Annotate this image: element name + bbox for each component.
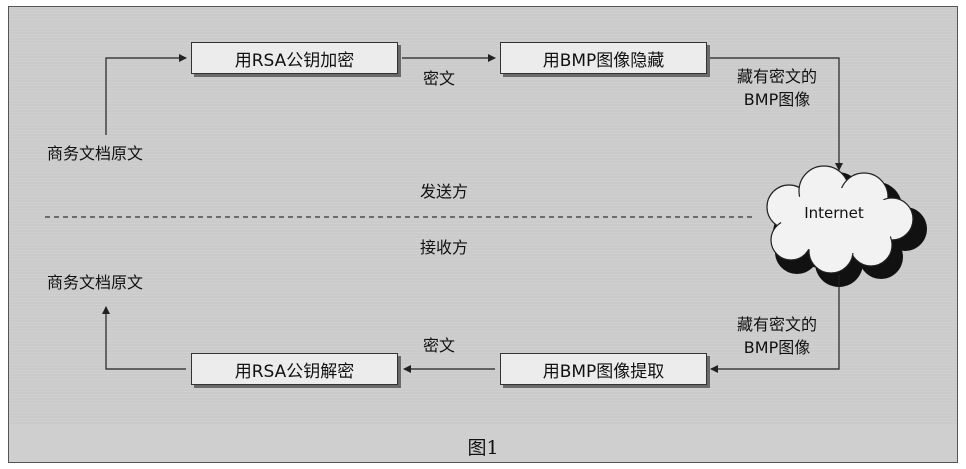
sender-source-text: 商务文档原文 bbox=[47, 144, 144, 163]
hidden-image-label-bottom: 藏有密文的 BMP图像 bbox=[717, 313, 837, 359]
hidden-image-bottom-line1: 藏有密文的 bbox=[736, 315, 817, 334]
receiver-result-text: 商务文档原文 bbox=[47, 273, 144, 292]
arrow-source-to-encrypt bbox=[105, 54, 187, 135]
encrypt-box: 用RSA公钥加密 bbox=[191, 42, 398, 74]
connector-layer bbox=[45, 54, 927, 373]
figure-frame: 用RSA公钥加密 用BMP图像隐藏 用BMP图像提取 用RSA公钥解密 商务文档… bbox=[8, 6, 958, 463]
hidden-image-top-line1: 藏有密文的 bbox=[736, 67, 817, 86]
diagram-area: 用RSA公钥加密 用BMP图像隐藏 用BMP图像提取 用RSA公钥解密 商务文档… bbox=[9, 7, 957, 426]
hide-box: 用BMP图像隐藏 bbox=[500, 42, 707, 74]
internet-cloud-icon bbox=[766, 165, 914, 274]
cipher-label-bottom: 密文 bbox=[423, 336, 456, 355]
caption-bar: 图1 bbox=[9, 425, 957, 462]
hidden-image-bottom-line2: BMP图像 bbox=[743, 338, 811, 358]
internet-label: Internet bbox=[804, 204, 864, 222]
hidden-image-label-top: 藏有密文的 BMP图像 bbox=[717, 65, 837, 111]
extract-box: 用BMP图像提取 bbox=[500, 353, 707, 385]
arrow-internet-to-extract bbox=[710, 275, 840, 373]
hidden-image-top-line2: BMP图像 bbox=[743, 90, 811, 110]
receiver-label: 接收方 bbox=[420, 238, 469, 257]
cipher-label-top: 密文 bbox=[423, 69, 456, 88]
sender-label: 发送方 bbox=[420, 182, 469, 201]
decrypt-box: 用RSA公钥解密 bbox=[191, 353, 398, 385]
arrow-hide-to-internet bbox=[709, 57, 843, 171]
arrow-decrypt-to-result bbox=[102, 306, 186, 370]
figure-caption: 图1 bbox=[467, 437, 499, 459]
